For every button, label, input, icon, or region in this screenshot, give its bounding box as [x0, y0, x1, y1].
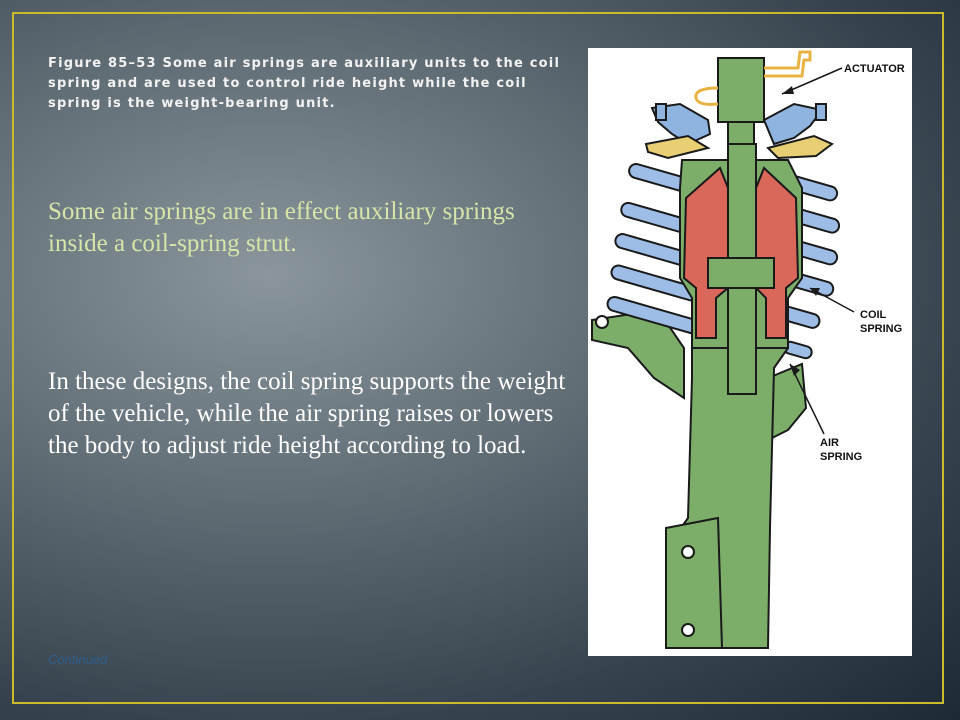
knuckle-hole-lower — [681, 623, 695, 637]
paragraph-coil-supports-weight: In these designs, the coil spring suppor… — [48, 368, 566, 459]
inner-cylinder — [707, 257, 775, 289]
air-spring-arrowhead — [790, 364, 800, 376]
knuckle-bracket — [665, 516, 724, 649]
stud-left — [655, 103, 667, 121]
upper-mount-right — [762, 102, 824, 146]
actuator-body — [717, 57, 765, 123]
air-spring-leader — [789, 363, 825, 435]
stud-right — [815, 103, 827, 121]
label-coil-line2: SPRING — [860, 323, 902, 335]
actuator-hose — [694, 86, 719, 106]
figure-caption: Figure 85–53 Some air springs are auxili… — [48, 56, 561, 111]
label-coil-line1: COIL — [860, 309, 887, 321]
mount-hole — [595, 315, 609, 329]
slide-frame — [12, 12, 944, 704]
actuator-wire — [764, 50, 812, 78]
label-air-line1: AIR — [820, 437, 839, 449]
label-air-line2: SPRING — [820, 451, 862, 463]
paragraph-air-springs-auxiliary: Some air springs are in effect auxiliary… — [48, 198, 515, 257]
label-actuator: ACTUATOR — [844, 63, 905, 75]
strut-diagram: ACTUATOR COIL SPRING AIR SPRING — [591, 50, 905, 649]
upper-tab-right — [766, 134, 834, 160]
strut-illustration: ACTUATOR COIL SPRING AIR SPRING — [588, 48, 912, 656]
knuckle-hole-upper — [681, 545, 695, 559]
air-spring-bladder — [682, 166, 729, 339]
actuator-arrowhead — [782, 86, 794, 94]
coil-arrowhead — [810, 288, 820, 296]
actuator-nut — [727, 121, 755, 145]
upper-tab-left — [644, 134, 711, 160]
continued-label: Continued — [48, 652, 108, 667]
